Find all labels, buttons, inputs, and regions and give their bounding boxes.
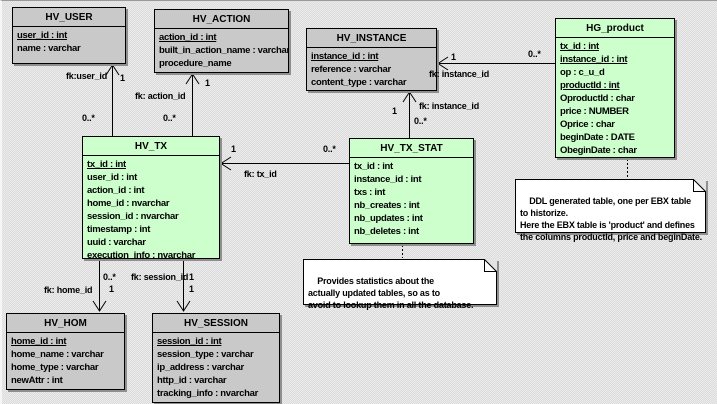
note-fold-icon (484, 259, 497, 272)
note-tx-stat[interactable]: Provides statistics about the actually u… (303, 259, 497, 310)
field: execution_info : nvarchar (87, 250, 196, 261)
edge-mult-session-one: 1 (189, 284, 194, 294)
edge-mult-tx-one: 1 (231, 144, 236, 154)
field: http_id : varchar (157, 375, 227, 386)
entity-hv-user[interactable]: HV_USER user_id : int name : varchar (12, 7, 126, 64)
entity-fields: action_id : int built_in_action_name : v… (155, 29, 288, 70)
field: session_id : int (157, 336, 222, 347)
field: home_id : int (11, 336, 67, 347)
entity-fields: user_id : int name : varchar (13, 27, 125, 55)
entity-fields: instance_id : int reference : varchar co… (307, 48, 436, 89)
entity-hg-product[interactable]: HG_product tx_id : int instance_id : int… (555, 18, 675, 158)
field: content_type : varchar (311, 77, 407, 88)
field: action_id : int (159, 32, 217, 43)
entity-hv-instance[interactable]: HV_INSTANCE instance_id : int reference … (306, 28, 437, 91)
edge-mult-action-many: 0..* (163, 113, 176, 123)
field: home_type : varchar (11, 362, 99, 373)
field: reference : varchar (311, 64, 391, 75)
edge-mult-action-one: 1 (205, 78, 210, 88)
edge-mult-inst-stat-one: 1 (392, 106, 397, 116)
edge-mult-user-one: 1 (120, 73, 125, 83)
entity-fields: home_id : int home_name : varchar home_t… (7, 333, 124, 387)
field: op : c_u_d (560, 67, 605, 78)
field: timestamp : int (87, 224, 151, 235)
edge-label-fk-home-id: fk: home_id (44, 285, 93, 295)
field: action_id : int (87, 185, 145, 196)
field: instance_id : int (311, 51, 379, 62)
edge-mult-inst-prod-many: 0..* (528, 49, 541, 59)
field: tx_id : int (354, 161, 393, 172)
edge-label-fk-action-id: fk: action_id (135, 91, 186, 101)
edge-mult-session-top: 1 (189, 272, 194, 282)
edge-mult-home-many: 0..* (103, 272, 116, 282)
field: instance_id : int (560, 54, 628, 65)
entity-title: HV_ACTION (155, 10, 288, 29)
field: session_id : nvarchar (87, 211, 179, 222)
note-text: Provides statistics about the actually u… (308, 276, 474, 310)
edge-label-fk-user-id: fk:user_id (66, 71, 108, 81)
field: user_id : int (17, 30, 67, 41)
edge-label-fk-instance-stat: fk: instance_id (419, 101, 480, 111)
entity-hv-action[interactable]: HV_ACTION action_id : int built_in_actio… (154, 9, 289, 73)
edge-mult-home-one: 1 (109, 284, 114, 294)
entity-title: HV_TX (83, 137, 219, 156)
field: productId : int (560, 80, 620, 91)
field: tx_id : int (560, 41, 599, 52)
edge-label-fk-session-id: fk: session_id (131, 272, 189, 282)
edge-txstat-tx (220, 156, 349, 171)
field: home_name : varchar (11, 349, 104, 360)
entity-title: HV_USER (13, 8, 125, 27)
edge-label-fk-instance-prod: fk: instance_id (429, 69, 490, 79)
edge-mult-tx-many: 0..* (323, 144, 336, 154)
entity-fields: tx_id : int user_id : int action_id : in… (83, 156, 219, 262)
field: tx_id : int (87, 159, 126, 170)
field: name : varchar (17, 43, 81, 54)
field: built_in_action_name : varchar (159, 45, 288, 56)
entity-title: HV_SESSION (153, 314, 279, 333)
field: newAttr : int (11, 375, 63, 386)
edge-mult-inst-prod-one: 1 (451, 52, 456, 62)
edge-tx-user (105, 64, 120, 136)
entity-hv-tx[interactable]: HV_TX tx_id : int user_id : int action_i… (82, 136, 220, 262)
field: session_type : varchar (157, 349, 254, 360)
entity-hv-tx-stat[interactable]: HV_TX_STAT tx_id : int instance_id : int… (349, 138, 474, 244)
entity-title: HV_TX_STAT (350, 139, 473, 158)
field: uuid : varchar (87, 237, 146, 248)
field: beginDate : DATE (560, 132, 635, 143)
entity-title: HV_INSTANCE (307, 29, 436, 48)
field: price : NUMBER (560, 106, 629, 117)
field: user_id : int (87, 172, 137, 183)
edge-tx-action (185, 73, 200, 136)
edge-txstat-instance (402, 91, 417, 138)
field: txs : int (354, 187, 386, 198)
field: instance_id : int (354, 174, 422, 185)
entity-hv-hom[interactable]: HV_HOM home_id : int home_name : varchar… (6, 313, 125, 390)
edge-tx-hom (92, 259, 107, 312)
entity-fields: session_id : int session_type : varchar … (153, 333, 279, 400)
field: ObeginDate : char (560, 145, 637, 156)
entity-fields: tx_id : int instance_id : int op : c_u_d… (556, 38, 674, 157)
edge-mult-user-many: 0..* (82, 113, 95, 123)
entity-title: HG_product (556, 19, 674, 38)
field: home_id : nvarchar (87, 198, 170, 209)
field: Oprice : char (560, 119, 615, 130)
field: OproductId : char (560, 93, 635, 104)
note-text: DDL generated table, one per EBX table t… (520, 196, 702, 242)
note-fold-icon (693, 179, 706, 192)
field: nb_deletes : int (354, 226, 419, 237)
field: nb_updates : int (354, 213, 423, 224)
field: ip_address : varchar (157, 362, 244, 373)
note-hg-product[interactable]: DDL generated table, one per EBX table t… (515, 179, 706, 242)
field: procedure_name (159, 58, 232, 69)
entity-hv-session[interactable]: HV_SESSION session_id : int session_type… (152, 313, 280, 403)
edge-label-fk-tx-id: fk: tx_id (244, 169, 277, 179)
field: tracking_info : nvarchar (157, 388, 259, 399)
field: nb_creates : int (354, 200, 420, 211)
entity-title: HV_HOM (7, 314, 124, 333)
entity-fields: tx_id : int instance_id : int txs : int … (350, 158, 473, 238)
edge-mult-inst-stat-many: 0..* (414, 116, 427, 126)
